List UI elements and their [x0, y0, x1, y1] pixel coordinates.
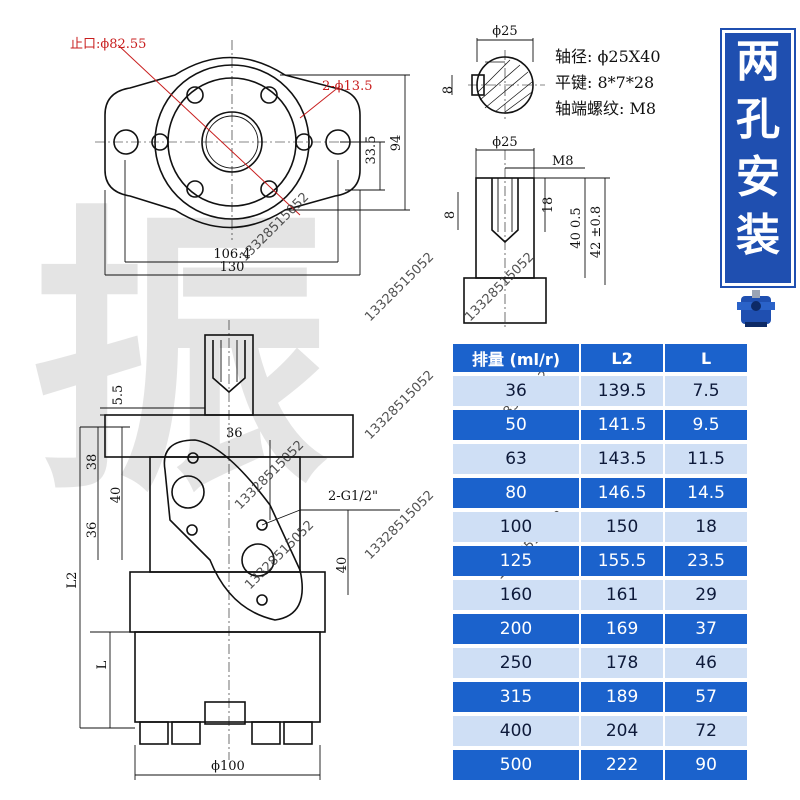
- spec-shaft-thread: 轴端螺纹: M8: [555, 99, 657, 118]
- side-dia-label: ϕ25: [492, 135, 517, 150]
- dim-36: 36: [85, 522, 100, 539]
- badge-char: 两: [736, 36, 780, 87]
- cell-l2: 161: [579, 580, 664, 610]
- spec-flat-key: 平键: 8*7*28: [555, 73, 655, 92]
- table-row: 315 189 57: [453, 682, 747, 712]
- cell-l2: 178: [579, 648, 664, 678]
- cell-l: 9.5: [663, 410, 747, 440]
- dim-l: L: [95, 660, 110, 669]
- key-height-label: 8: [441, 86, 456, 94]
- cell-l2: 146.5: [579, 478, 664, 508]
- cell-l: 46: [663, 648, 747, 678]
- cell-displacement: 50: [453, 410, 580, 440]
- dim-130: 130: [220, 260, 245, 275]
- dim-5-5: 5.5: [111, 385, 126, 406]
- cell-l2: 143.5: [579, 444, 664, 474]
- motor-thumbnail-image: [737, 290, 775, 327]
- cell-l: 14.5: [663, 478, 747, 508]
- dim-8: 8: [443, 211, 458, 219]
- mounting-holes-label: 2-ϕ13.5: [322, 79, 372, 94]
- thread-label: M8: [552, 154, 574, 169]
- shaft-side-view: ϕ25 M8 8 18 40 0.5 42 ±0.8: [443, 135, 610, 330]
- dim-l2: L2: [65, 572, 80, 589]
- dim-106-4: 106.4: [213, 247, 250, 262]
- displacement-table: 排量 (ml/r) L2 L 36 139.5 7.5 50 141.5 9.5…: [453, 340, 747, 784]
- cell-l: 7.5: [663, 376, 747, 406]
- cell-l2: 139.5: [579, 376, 664, 406]
- cell-displacement: 80: [453, 478, 580, 508]
- watermark-phone: 13328515052: [362, 250, 437, 325]
- table-row: 125 155.5 23.5: [453, 546, 747, 576]
- table-row: 36 139.5 7.5: [453, 376, 747, 406]
- dim-18: 18: [541, 197, 556, 214]
- cell-displacement: 500: [453, 750, 580, 780]
- cell-l2: 189: [579, 682, 664, 712]
- section-dia-label: ϕ25: [492, 24, 517, 39]
- table-row: 63 143.5 11.5: [453, 444, 747, 474]
- cell-l: 57: [663, 682, 747, 712]
- cell-l2: 155.5: [579, 546, 664, 576]
- cell-displacement: 125: [453, 546, 580, 576]
- dim-33-5: 33.5: [364, 136, 379, 165]
- cell-l2: 150: [579, 512, 664, 542]
- shaft-specs: 轴径: ϕ25X40 平键: 8*7*28 轴端螺纹: M8: [555, 44, 661, 122]
- cell-l2: 169: [579, 614, 664, 644]
- cell-l: 23.5: [663, 546, 747, 576]
- dim-phi100: ϕ100: [211, 759, 245, 774]
- cell-displacement: 200: [453, 614, 580, 644]
- cell-displacement: 63: [453, 444, 580, 474]
- table-row: 80 146.5 14.5: [453, 478, 747, 508]
- watermark-phone: 13328515052: [362, 368, 437, 443]
- cell-l: 29: [663, 580, 747, 610]
- table-row: 160 161 29: [453, 580, 747, 610]
- shaft-section-view: ϕ25 8: [441, 24, 545, 120]
- cell-l: 90: [663, 750, 747, 780]
- badge-char: 装: [736, 210, 780, 261]
- cell-l: 18: [663, 512, 747, 542]
- cell-displacement: 400: [453, 716, 580, 746]
- cell-displacement: 100: [453, 512, 580, 542]
- table-row: 400 204 72: [453, 716, 747, 746]
- cell-l: 37: [663, 614, 747, 644]
- cell-displacement: 250: [453, 648, 580, 678]
- dim-38: 38: [85, 454, 100, 471]
- install-type-badge: 两 孔 安 装: [722, 30, 794, 286]
- dim-40-right: 40: [335, 557, 350, 574]
- cell-l2: 222: [579, 750, 664, 780]
- dim-40: 40 0.5: [569, 207, 584, 248]
- table-row: 50 141.5 9.5: [453, 410, 747, 440]
- watermark-phone: 13328515052: [462, 250, 537, 325]
- dim-42: 42 ±0.8: [589, 206, 604, 258]
- badge-char: 安: [736, 152, 780, 203]
- cell-displacement: 315: [453, 682, 580, 712]
- table-header-row: 排量 (ml/r) L2 L: [453, 344, 747, 372]
- motor-side-view: 5.5 38 40 36 36 40 2-G1/2" L2 L ϕ100: [65, 320, 400, 780]
- port-label: 2-G1/2": [328, 489, 378, 504]
- table-row: 100 150 18: [453, 512, 747, 542]
- cell-l2: 141.5: [579, 410, 664, 440]
- cell-displacement: 160: [453, 580, 580, 610]
- table-row: 200 169 37: [453, 614, 747, 644]
- cell-l: 72: [663, 716, 747, 746]
- cell-displacement: 36: [453, 376, 580, 406]
- dim-40: 40: [109, 487, 124, 504]
- spigot-label: 止口:ϕ82.55: [70, 37, 146, 52]
- dim-36-top: 36: [226, 426, 243, 441]
- front-flange-view: 止口:ϕ82.55 2-ϕ13.5 33.5 94 106.4 130: [70, 37, 410, 276]
- header-l: L: [663, 344, 747, 372]
- spec-shaft-dia: 轴径: ϕ25X40: [555, 47, 661, 66]
- header-l2: L2: [579, 344, 664, 372]
- dim-94: 94: [389, 135, 404, 152]
- badge-char: 孔: [736, 94, 780, 145]
- header-displacement: 排量 (ml/r): [453, 344, 580, 372]
- table-row: 250 178 46: [453, 648, 747, 678]
- cell-l2: 204: [579, 716, 664, 746]
- cell-l: 11.5: [663, 444, 747, 474]
- table-row: 500 222 90: [453, 750, 747, 780]
